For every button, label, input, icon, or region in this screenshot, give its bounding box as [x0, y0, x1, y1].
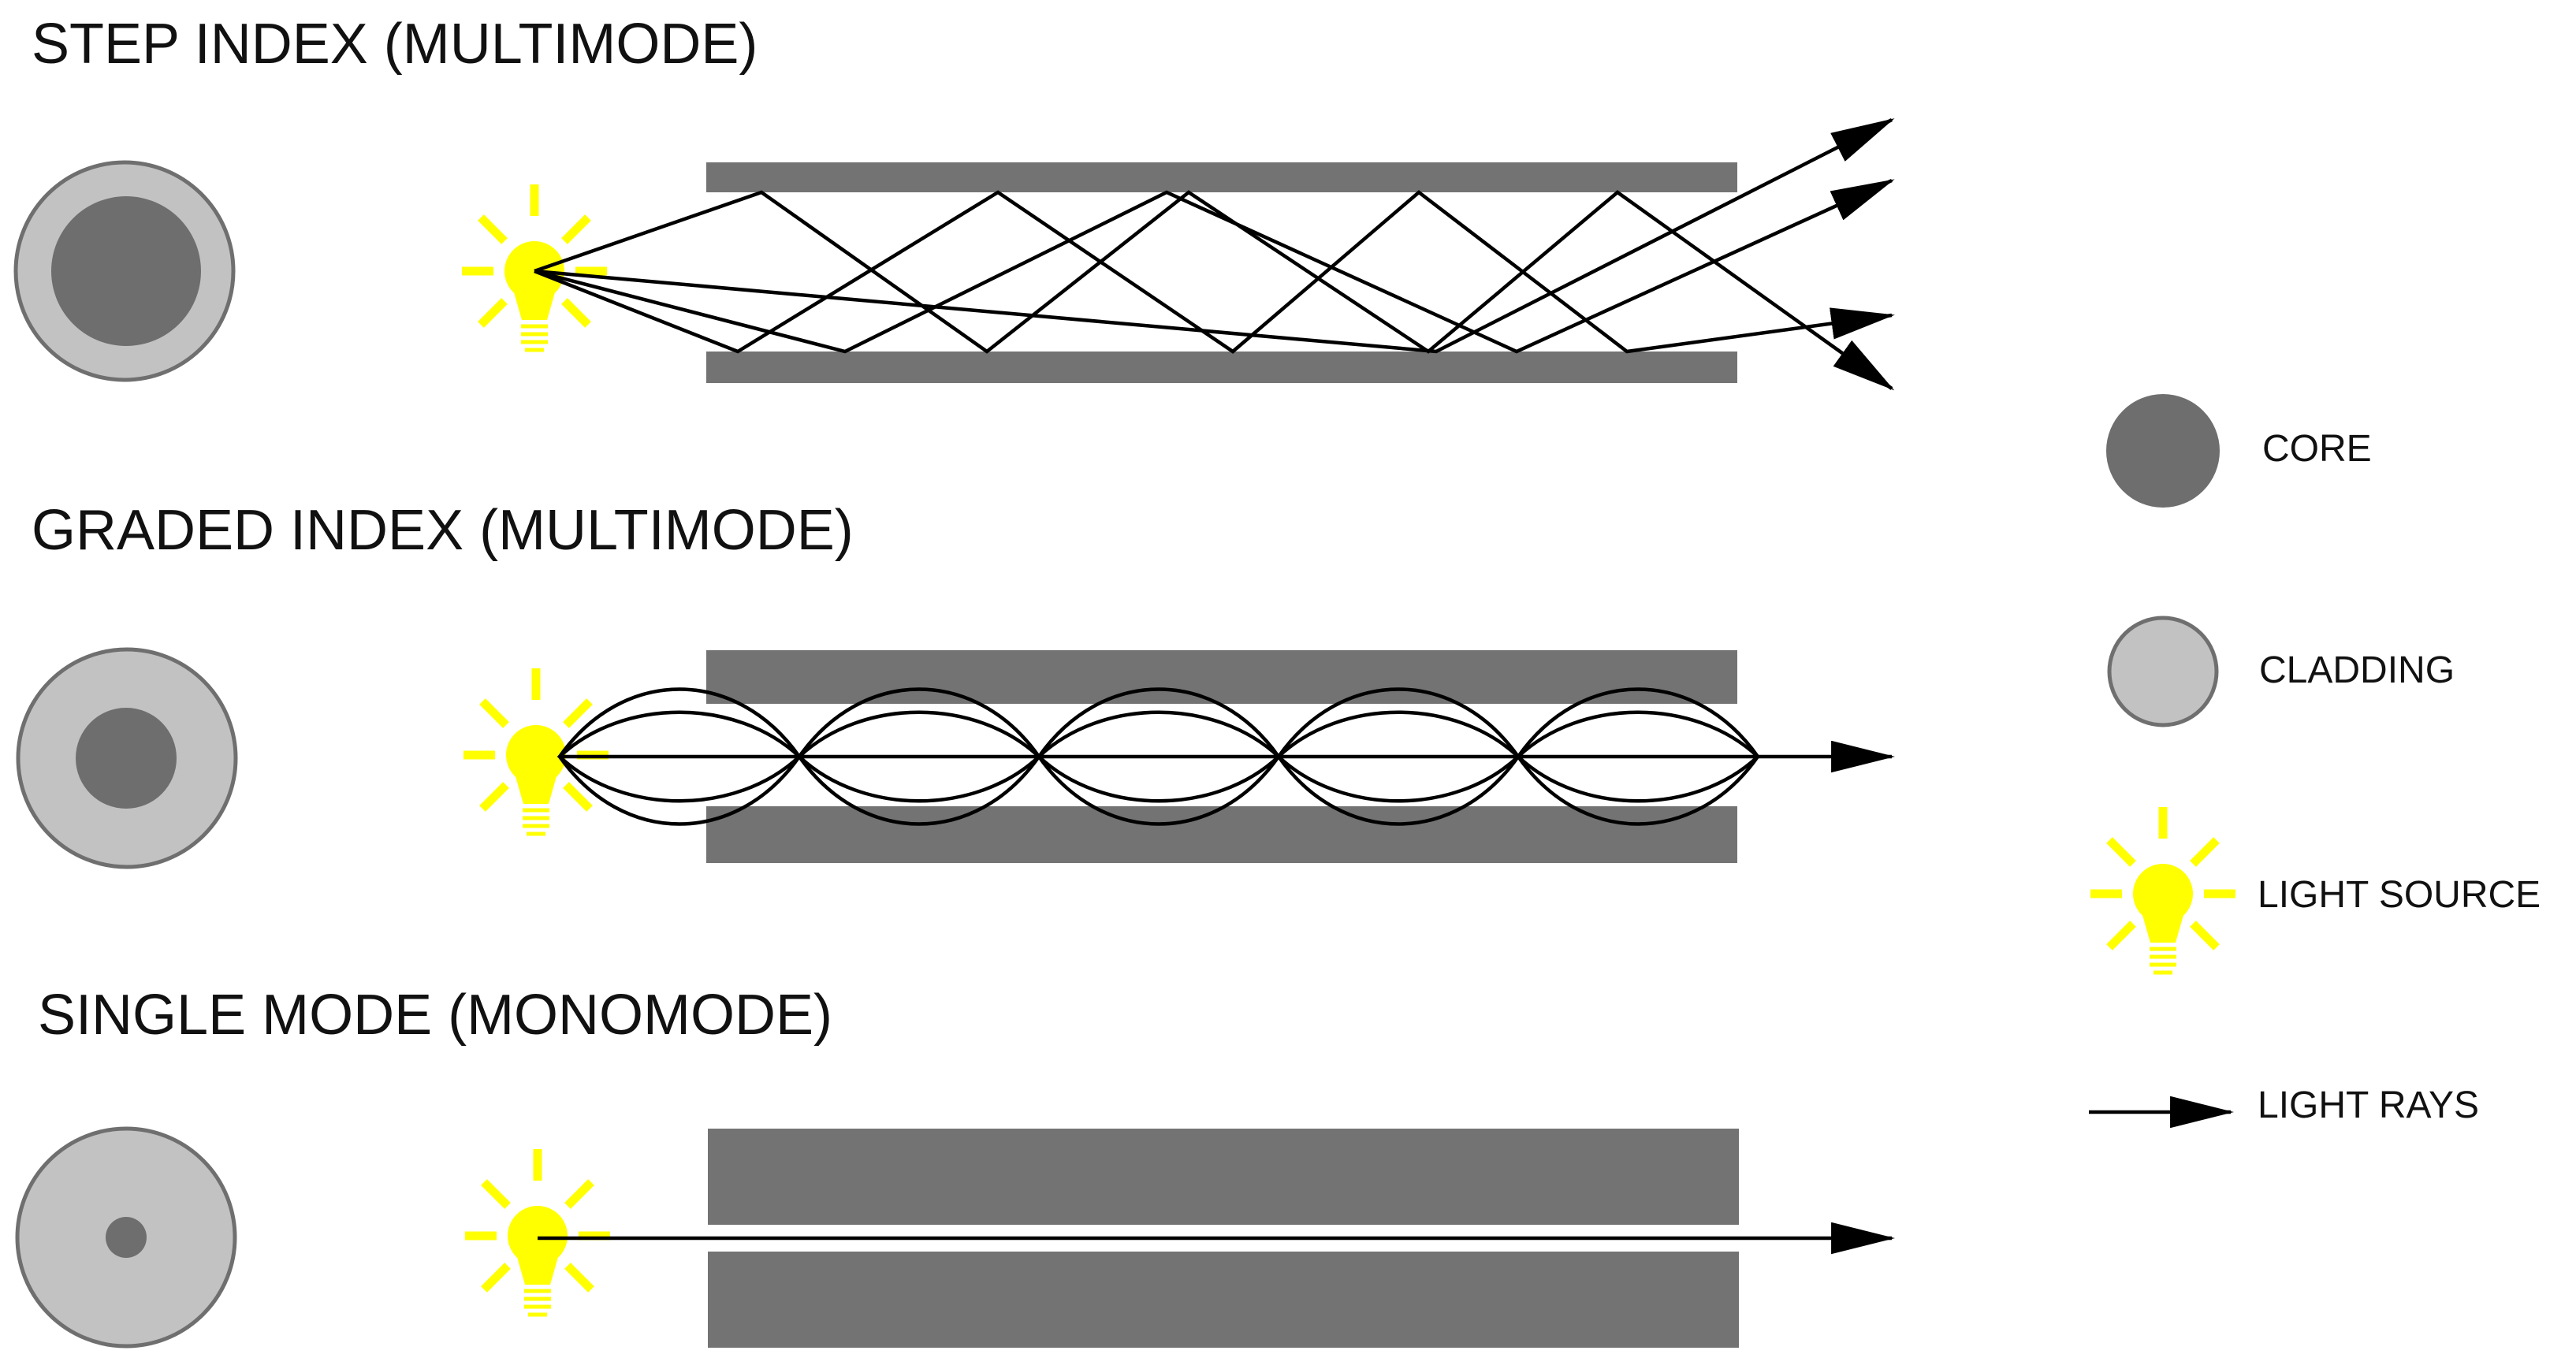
legend-cladding-swatch [2107, 616, 2219, 727]
step-index-title: STEP INDEX (MULTIMODE) [32, 13, 758, 76]
single-mode-section: SINGLE MODE (MONOMODE) [15, 984, 1896, 1349]
light-ray [534, 117, 1895, 354]
step-index-light-rays [534, 117, 1896, 391]
light-ray [534, 190, 1895, 391]
light-ray [534, 190, 1896, 354]
graded-index-light-source-icon [463, 668, 609, 834]
light-ray [534, 178, 1895, 354]
graded-index-section: GRADED INDEX (MULTIMODE) [16, 499, 1896, 869]
graded-index-lower-wall [706, 806, 1737, 863]
legend-cladding: CLADDING [2107, 616, 2455, 727]
legend: CORE CLADDING LIGHT SOURCE LIGHT RAYS [2089, 394, 2541, 1129]
graded-index-upper-wall [706, 650, 1737, 704]
single-mode-title: SINGLE MODE (MONOMODE) [38, 984, 832, 1047]
legend-light-rays-label: LIGHT RAYS [2258, 1084, 2479, 1126]
legend-light-rays: LIGHT RAYS [2089, 1084, 2479, 1129]
step-index-section: STEP INDEX (MULTIMODE) [13, 13, 1896, 391]
single-mode-cross-section [15, 1126, 237, 1349]
step-index-upper-wall [706, 162, 1737, 192]
legend-light-source-icon [2090, 807, 2235, 973]
graded-index-core [76, 708, 177, 809]
legend-light-source-label: LIGHT SOURCE [2258, 874, 2541, 916]
legend-cladding-label: CLADDING [2259, 649, 2455, 691]
graded-index-cross-section [16, 647, 238, 869]
step-index-light-source-icon [462, 184, 607, 350]
step-index-cross-section [13, 160, 236, 382]
legend-light-source: LIGHT SOURCE [2090, 807, 2541, 973]
step-index-core [51, 196, 201, 346]
single-mode-lower-wall [708, 1252, 1739, 1348]
single-mode-upper-wall [708, 1129, 1739, 1225]
single-mode-core [106, 1217, 147, 1258]
graded-index-light-rays [557, 687, 1896, 826]
single-mode-light-source-icon [465, 1149, 610, 1315]
graded-index-title: GRADED INDEX (MULTIMODE) [32, 499, 854, 562]
legend-core-swatch [2106, 394, 2220, 508]
legend-core: CORE [2106, 394, 2372, 508]
legend-core-label: CORE [2262, 428, 2372, 470]
step-index-lower-wall [706, 352, 1737, 383]
